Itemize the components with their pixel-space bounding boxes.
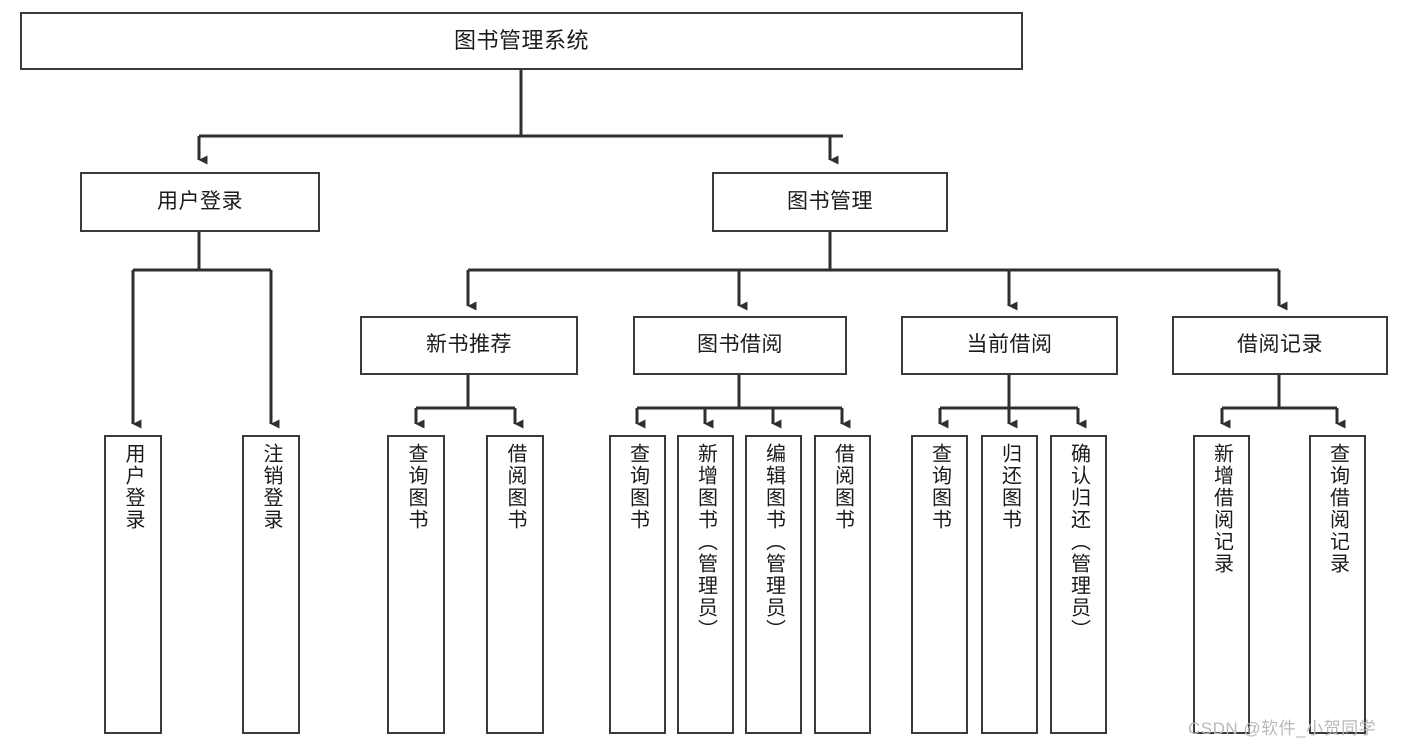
node-label: 确认归还（管理员） — [1067, 443, 1090, 641]
leaf-current-confirm-return[interactable]: 确认归还（管理员） — [1050, 435, 1107, 734]
node-root-system[interactable]: 图书管理系统 — [20, 12, 1023, 70]
leaf-new-book-query[interactable]: 查询图书 — [387, 435, 445, 734]
node-new-book-recommend[interactable]: 新书推荐 — [360, 316, 578, 375]
node-label: 新增图书（管理员） — [694, 443, 717, 641]
leaf-user-login-signin[interactable]: 用户登录 — [104, 435, 162, 734]
node-label: 新增借阅记录 — [1210, 443, 1233, 575]
leaf-borrow-edit-book[interactable]: 编辑图书（管理员） — [745, 435, 802, 734]
leaf-borrow-borrow-book[interactable]: 借阅图书 — [814, 435, 871, 734]
leaf-new-book-borrow[interactable]: 借阅图书 — [486, 435, 544, 734]
node-label: 归还图书 — [998, 443, 1021, 531]
node-label: 用户登录 — [157, 189, 243, 213]
node-label: 查询图书 — [626, 443, 649, 531]
node-label: 图书管理 — [787, 189, 873, 213]
leaf-record-query[interactable]: 查询借阅记录 — [1309, 435, 1366, 734]
node-label: 借阅图书 — [831, 443, 854, 531]
node-label: 当前借阅 — [966, 333, 1053, 357]
leaf-borrow-add-book[interactable]: 新增图书（管理员） — [677, 435, 734, 734]
node-label: 查询图书 — [405, 443, 427, 531]
node-label: 查询借阅记录 — [1326, 443, 1349, 575]
node-label: 图书借阅 — [697, 333, 783, 357]
node-current-borrow[interactable]: 当前借阅 — [901, 316, 1118, 375]
node-label: 编辑图书（管理员） — [762, 443, 785, 641]
node-label: 用户登录 — [122, 443, 144, 531]
node-book-borrow[interactable]: 图书借阅 — [633, 316, 847, 375]
node-user-login[interactable]: 用户登录 — [80, 172, 320, 232]
leaf-borrow-query-book[interactable]: 查询图书 — [609, 435, 666, 734]
node-label: 注销登录 — [260, 443, 282, 531]
leaf-current-query-book[interactable]: 查询图书 — [911, 435, 968, 734]
node-label: 查询图书 — [928, 443, 951, 531]
leaf-current-return-book[interactable]: 归还图书 — [981, 435, 1038, 734]
node-label: 借阅图书 — [504, 443, 526, 531]
node-book-management[interactable]: 图书管理 — [712, 172, 948, 232]
node-label: 图书管理系统 — [453, 28, 589, 54]
node-label: 新书推荐 — [426, 333, 512, 357]
leaf-record-add[interactable]: 新增借阅记录 — [1193, 435, 1250, 734]
csdn-watermark: CSDN @软件_小贺同学 — [1188, 719, 1377, 738]
leaf-user-login-signout[interactable]: 注销登录 — [242, 435, 300, 734]
node-label: 借阅记录 — [1237, 333, 1323, 357]
node-borrow-record[interactable]: 借阅记录 — [1172, 316, 1388, 375]
